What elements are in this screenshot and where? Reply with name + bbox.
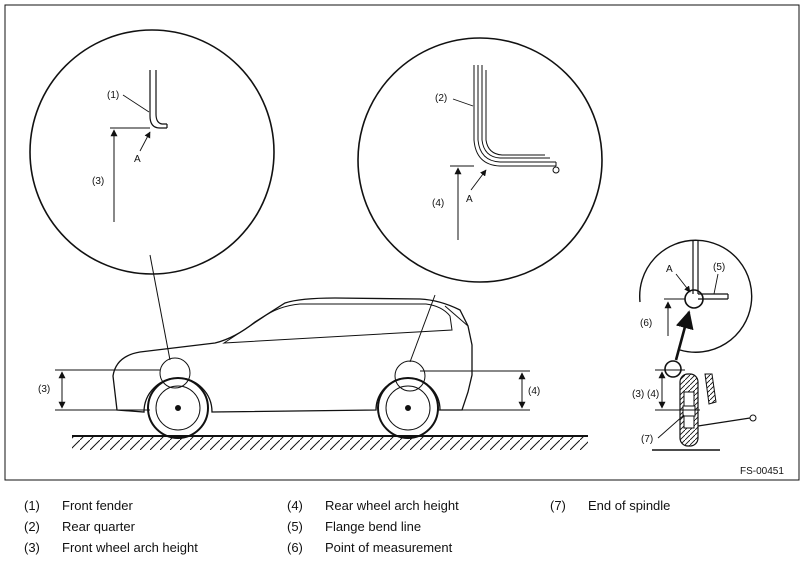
legend-number: (1) xyxy=(24,498,40,513)
spindle-point-a-leader xyxy=(675,273,691,293)
spindle-detail-profile xyxy=(684,240,729,309)
legend-text: Point of measurement xyxy=(325,540,453,555)
flange-callout: (5) xyxy=(713,262,725,273)
front-wheel xyxy=(147,377,209,439)
legend-text: Flange bend line xyxy=(325,519,422,534)
rear-height-detail-callout: (4) xyxy=(432,198,444,209)
detail-pointer-arrow xyxy=(674,310,694,361)
legend-text: Rear wheel arch height xyxy=(325,498,459,513)
rear-point-a: A xyxy=(466,194,473,205)
front-fender-leader xyxy=(122,94,150,113)
rear-quarter-leader xyxy=(452,98,474,107)
legend-number: (4) xyxy=(287,498,303,513)
front-point-a-leader xyxy=(139,131,151,152)
spindle-detail-circle xyxy=(639,239,753,353)
rear-quarter-profile xyxy=(473,65,560,174)
front-point-a: A xyxy=(134,154,141,165)
legend-text: Front fender xyxy=(62,498,133,513)
legend-text: Rear quarter xyxy=(62,519,135,534)
rear-leader-line xyxy=(409,294,436,363)
figure-frame xyxy=(4,4,800,481)
front-height-callout: (3) xyxy=(38,384,50,395)
front-fender-profile xyxy=(149,70,168,129)
legend: (1) Front fender (2) Rear quarter (3) Fr… xyxy=(0,492,804,562)
spindle-point-a: A xyxy=(666,264,673,275)
front-height-dimension xyxy=(55,369,160,411)
legend-number: (7) xyxy=(550,498,566,513)
spindle-leader xyxy=(657,414,685,439)
rear-point-a-leader xyxy=(470,169,487,191)
rear-quarter-detail-circle xyxy=(357,37,603,283)
legend-number: (2) xyxy=(24,519,40,534)
ground xyxy=(72,435,588,450)
front-fender-detail-circle xyxy=(29,29,275,275)
car-body xyxy=(112,297,473,413)
combined-height-callout: (3) (4) xyxy=(632,389,659,400)
measure-callout: (6) xyxy=(640,318,652,329)
rear-wheel xyxy=(377,377,439,439)
legend-number: (5) xyxy=(287,519,303,534)
figure-id: FS-00451 xyxy=(740,466,784,477)
front-leader-line xyxy=(149,254,171,361)
front-detail-marker xyxy=(159,357,191,389)
legend-number: (6) xyxy=(287,540,303,555)
legend-text: Front wheel arch height xyxy=(62,540,198,555)
wheel-assembly xyxy=(652,360,757,451)
legend-number: (3) xyxy=(24,540,40,555)
flange-leader xyxy=(713,273,719,295)
rear-height-callout: (4) xyxy=(528,386,540,397)
spindle-callout: (7) xyxy=(641,434,653,445)
legend-text: End of spindle xyxy=(588,498,671,513)
front-fender-callout: (1) xyxy=(107,90,119,101)
front-height-detail-callout: (3) xyxy=(92,176,104,187)
rear-height-dimension xyxy=(420,370,530,411)
rear-quarter-callout: (2) xyxy=(435,93,447,104)
